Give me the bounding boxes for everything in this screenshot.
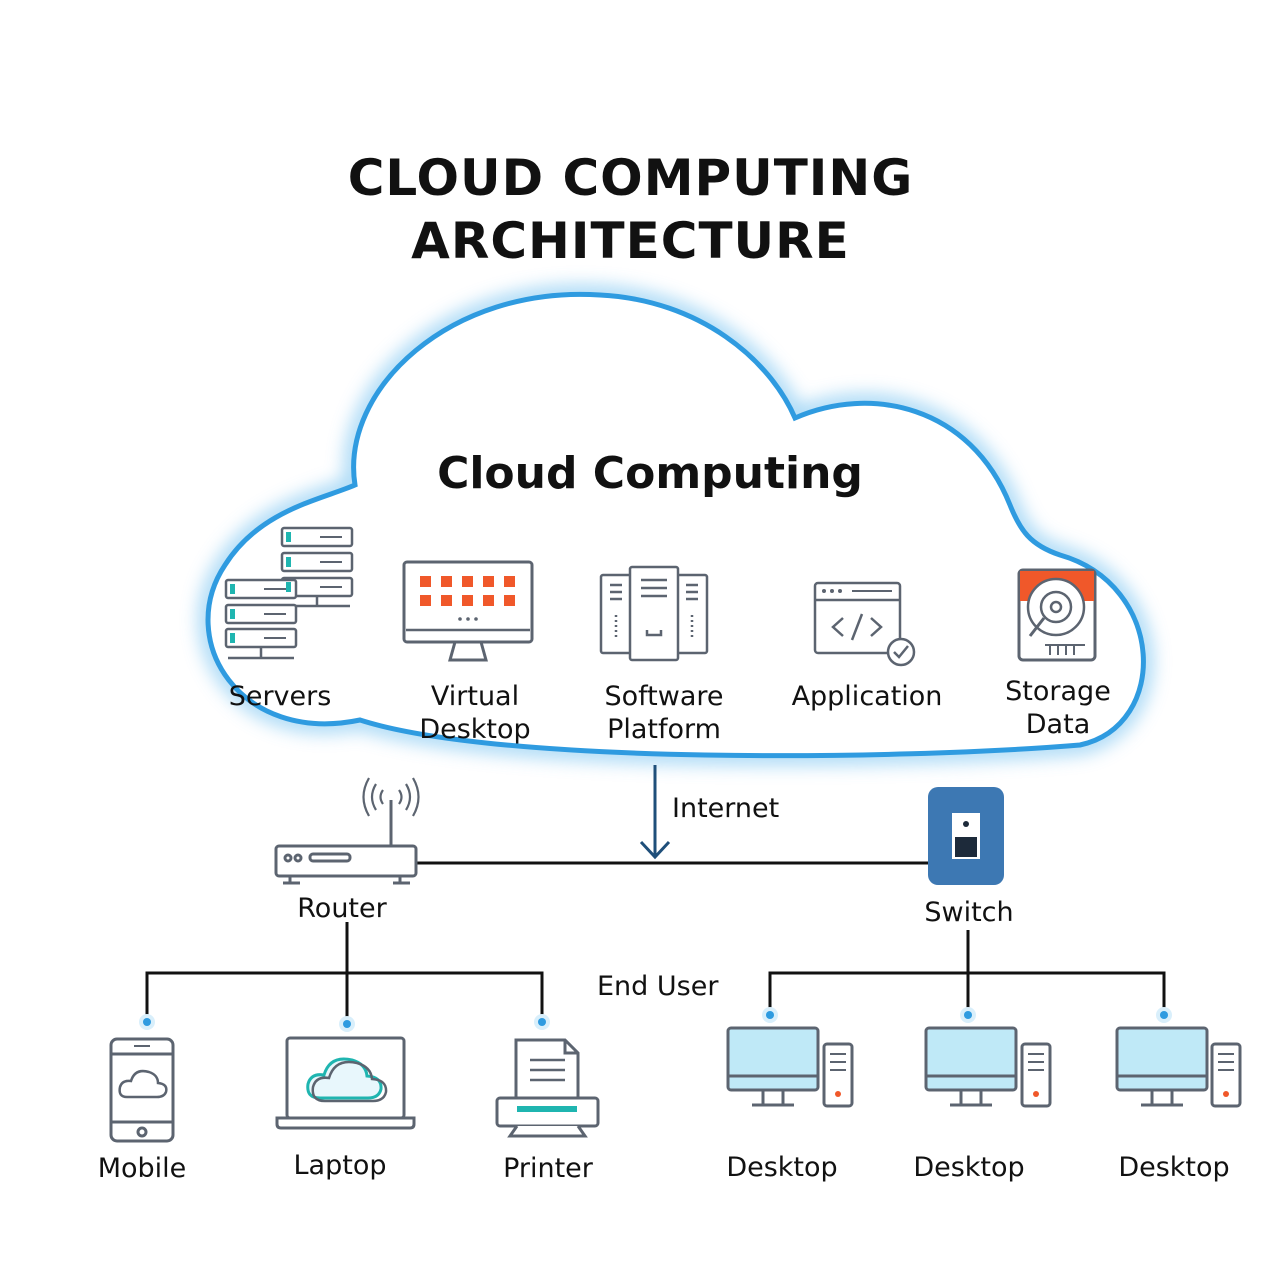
desktop-icon: [726, 1026, 854, 1108]
device-label-laptop: Laptop: [293, 1150, 387, 1181]
desktop-icon: [1115, 1026, 1242, 1108]
connection-dots: [139, 1007, 1172, 1032]
internet-label: Internet: [672, 793, 780, 824]
end-user-label: End User: [597, 971, 719, 1002]
device-label-mobile: Mobile: [97, 1153, 187, 1184]
router-branches: [145, 922, 544, 1022]
service-label-servers: Servers: [228, 681, 332, 712]
printer-icon: [495, 1038, 600, 1138]
laptop-icon: [275, 1036, 416, 1130]
switch-icon: [928, 787, 1004, 885]
service-label-virtual-desktop: Virtual Desktop: [419, 681, 531, 745]
service-label-storage-data: Storage Data: [1005, 676, 1111, 740]
device-label-desktop-1: Desktop: [726, 1152, 838, 1183]
software-platform-icon: [599, 565, 709, 662]
mobile-icon: [109, 1037, 175, 1143]
switch-branches: [768, 930, 1166, 1010]
page-title-line2: ARCHITECTURE: [411, 212, 850, 270]
switch-label: Switch: [924, 897, 1014, 928]
application-code-icon: [813, 581, 916, 667]
virtual-desktop-icon: [402, 560, 534, 662]
server-rack-icon: [224, 526, 354, 660]
internet-arrow: [639, 765, 671, 860]
device-label-desktop-3: Desktop: [1118, 1152, 1230, 1183]
service-label-software-platform: Software Platform: [604, 681, 724, 745]
device-label-desktop-2: Desktop: [913, 1152, 1025, 1183]
desktop-icon: [924, 1026, 1052, 1108]
device-label-printer: Printer: [503, 1153, 593, 1184]
router-label: Router: [297, 893, 387, 924]
page-title-line1: CLOUD COMPUTING: [347, 149, 914, 207]
router-icon: [274, 777, 420, 885]
service-label-application: Application: [791, 681, 943, 712]
hard-drive-icon: [1017, 568, 1097, 662]
cloud-title: Cloud Computing: [437, 448, 863, 499]
